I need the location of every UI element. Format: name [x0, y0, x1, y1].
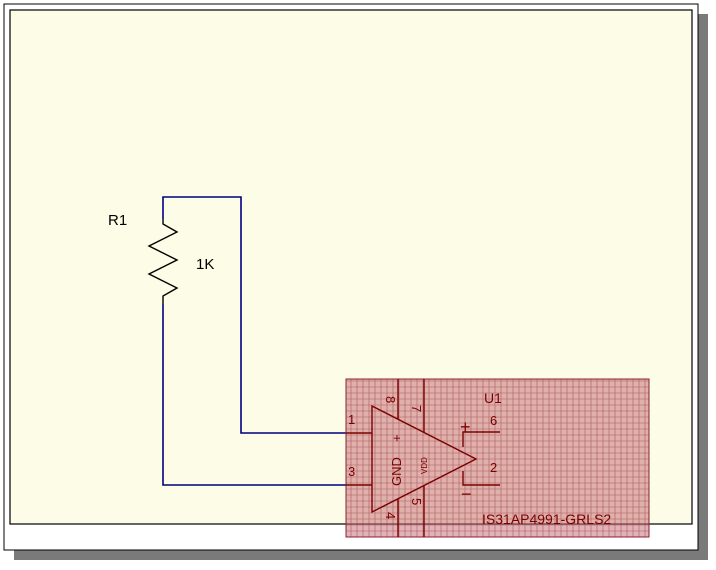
pin-8-number: 8 — [383, 396, 398, 403]
component-selection-box[interactable] — [345, 378, 650, 538]
amplifier-triangle — [371, 404, 478, 514]
vdd-plus-label: + — [389, 434, 404, 442]
pin-4-number: 4 — [383, 512, 398, 519]
resistor-ref-label: R1 — [108, 212, 127, 229]
pin-6-lead — [462, 431, 500, 447]
pin-5-number: 5 — [409, 498, 424, 505]
resistor-symbol — [147, 219, 179, 304]
gnd-label: GND — [389, 457, 404, 486]
pin-3-number: 3 — [348, 464, 355, 479]
pin-1-number: 1 — [348, 412, 355, 427]
pin-7-number: 7 — [409, 405, 424, 412]
amplifier-u1[interactable] — [346, 379, 500, 537]
pin-2-lead — [462, 471, 500, 486]
wire-r1-top-to-pin1[interactable] — [162, 196, 346, 434]
vdd-label: VDD — [420, 457, 429, 474]
amplifier-part-number: IS31AP4991-GRLS2 — [482, 511, 611, 527]
output-minus-sign: − — [461, 484, 472, 504]
resistor-r1[interactable] — [147, 219, 179, 304]
wires[interactable] — [162, 196, 346, 486]
pin-2-number: 2 — [490, 460, 497, 475]
resistor-value-label: 1K — [196, 256, 214, 273]
pin-6-number: 6 — [490, 413, 497, 428]
output-plus-sign: + — [460, 417, 471, 437]
wire-r1-bottom-to-pin3[interactable] — [162, 304, 346, 486]
amplifier-ref-label: U1 — [484, 390, 502, 406]
